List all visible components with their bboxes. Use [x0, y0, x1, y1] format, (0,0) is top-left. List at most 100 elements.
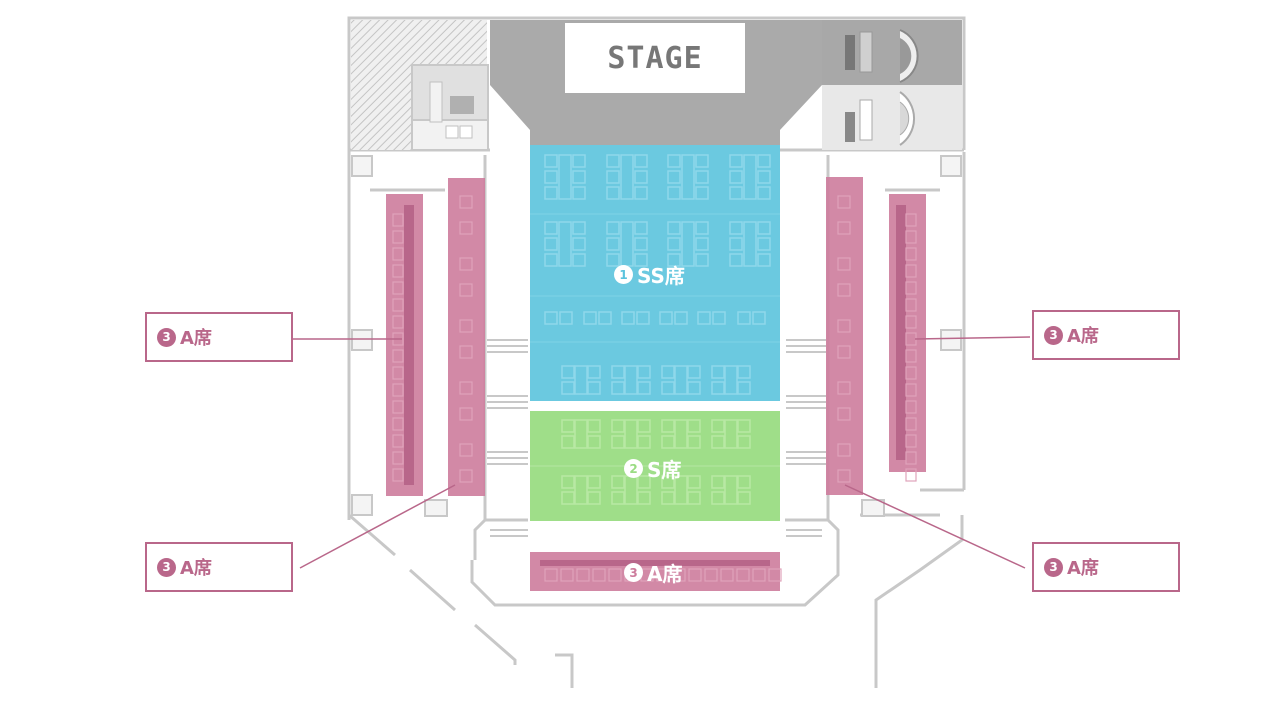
- seat: [659, 311, 673, 325]
- seat: [608, 568, 622, 582]
- seat: [611, 419, 625, 433]
- seat: [667, 186, 681, 200]
- seat: [392, 434, 404, 448]
- seat: [737, 381, 751, 395]
- seat: [905, 281, 917, 295]
- callout-number: 3: [157, 557, 176, 577]
- seat: [636, 311, 650, 325]
- seat: [905, 468, 917, 482]
- table: [743, 221, 757, 267]
- seat: [695, 221, 709, 235]
- seat: [712, 311, 726, 325]
- seat: [459, 221, 473, 235]
- seat: [837, 257, 851, 271]
- seat: [837, 283, 851, 297]
- seat: [837, 319, 851, 333]
- seat: [768, 568, 782, 582]
- seat: [561, 491, 575, 505]
- zone-a-left-outer[interactable]: [386, 194, 423, 496]
- seat: [587, 491, 601, 505]
- seat: [637, 419, 651, 433]
- zone-s[interactable]: [530, 411, 780, 521]
- seat: [737, 311, 751, 325]
- seat: [667, 154, 681, 168]
- callout-label: A席: [180, 328, 212, 349]
- stairs: [487, 339, 826, 537]
- callout-number: 3: [1044, 325, 1063, 345]
- seat: [729, 170, 743, 184]
- seat: [837, 345, 851, 359]
- seat: [695, 154, 709, 168]
- seat: [392, 349, 404, 363]
- table: [574, 365, 588, 395]
- seat: [905, 451, 917, 465]
- stage-box: [565, 23, 745, 93]
- zone-a-bottom[interactable]: [530, 552, 780, 591]
- seat: [561, 381, 575, 395]
- seat: [459, 319, 473, 333]
- seat: [905, 366, 917, 380]
- table: [724, 365, 738, 395]
- seat: [737, 419, 751, 433]
- seat: [561, 365, 575, 379]
- table: [743, 154, 757, 200]
- seat: [392, 230, 404, 244]
- seat: [637, 381, 651, 395]
- seat: [752, 311, 766, 325]
- seat: [561, 475, 575, 489]
- seat: [392, 400, 404, 414]
- seat: [695, 170, 709, 184]
- zone-s-text: S席: [647, 458, 682, 482]
- seat: [544, 311, 558, 325]
- zone-ss-text: SS席: [637, 264, 685, 288]
- seat: [544, 154, 558, 168]
- seat: [667, 253, 681, 267]
- seat: [392, 468, 404, 482]
- seat: [905, 230, 917, 244]
- seat: [687, 491, 701, 505]
- seat: [757, 170, 771, 184]
- zone-a-number: 3: [624, 563, 643, 582]
- top-left-room: [411, 64, 489, 151]
- seat: [392, 298, 404, 312]
- table: [558, 154, 572, 200]
- seat: [611, 475, 625, 489]
- seat: [905, 213, 917, 227]
- table: [674, 475, 688, 505]
- seat: [667, 170, 681, 184]
- zone-a-left-inner[interactable]: [448, 178, 485, 496]
- seat: [611, 381, 625, 395]
- seat: [634, 186, 648, 200]
- seat: [459, 283, 473, 297]
- seat: [634, 170, 648, 184]
- seat: [729, 154, 743, 168]
- zone-ss[interactable]: [530, 145, 780, 401]
- zone-ss-number: 1: [614, 265, 633, 284]
- seat: [392, 451, 404, 465]
- seat: [737, 491, 751, 505]
- zone-a-right-inner[interactable]: [826, 177, 863, 495]
- seat: [661, 491, 675, 505]
- callout-a-right-lower: 3 A席: [1032, 542, 1180, 592]
- leader-lines: [293, 336, 1031, 569]
- seat: [757, 154, 771, 168]
- seat: [572, 253, 586, 267]
- seat: [560, 568, 574, 582]
- seat: [667, 237, 681, 251]
- table: [724, 475, 738, 505]
- seat: [687, 381, 701, 395]
- seat: [606, 154, 620, 168]
- seat: [695, 186, 709, 200]
- table: [674, 419, 688, 449]
- seat: [661, 365, 675, 379]
- seat: [661, 419, 675, 433]
- callout-label: A席: [1067, 558, 1099, 579]
- seat: [611, 435, 625, 449]
- callout-a-left-upper: 3 A席: [145, 312, 293, 362]
- seat: [637, 491, 651, 505]
- seat: [587, 435, 601, 449]
- table: [681, 154, 695, 200]
- seat: [720, 568, 734, 582]
- seat: [704, 568, 718, 582]
- seat: [905, 349, 917, 363]
